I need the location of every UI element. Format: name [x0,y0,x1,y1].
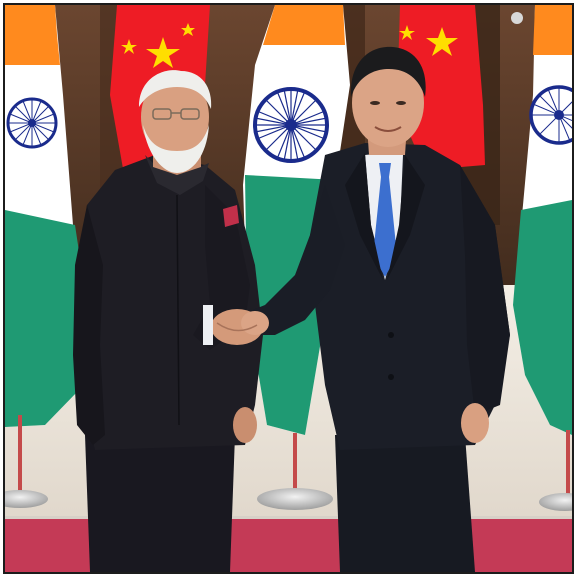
flag-india-right [513,5,572,435]
flag-pole-center [257,433,333,510]
flag-india-left [5,5,87,427]
wall-light [511,12,523,24]
photo-frame [3,3,574,574]
flag-china-right [397,5,485,170]
person-left [73,70,263,572]
person-right [240,46,510,572]
carpet-edge [5,516,572,519]
handshake [203,305,269,345]
flag-pole-left [5,415,48,508]
flag-pole-right [539,430,572,511]
photo-scene [5,5,572,572]
